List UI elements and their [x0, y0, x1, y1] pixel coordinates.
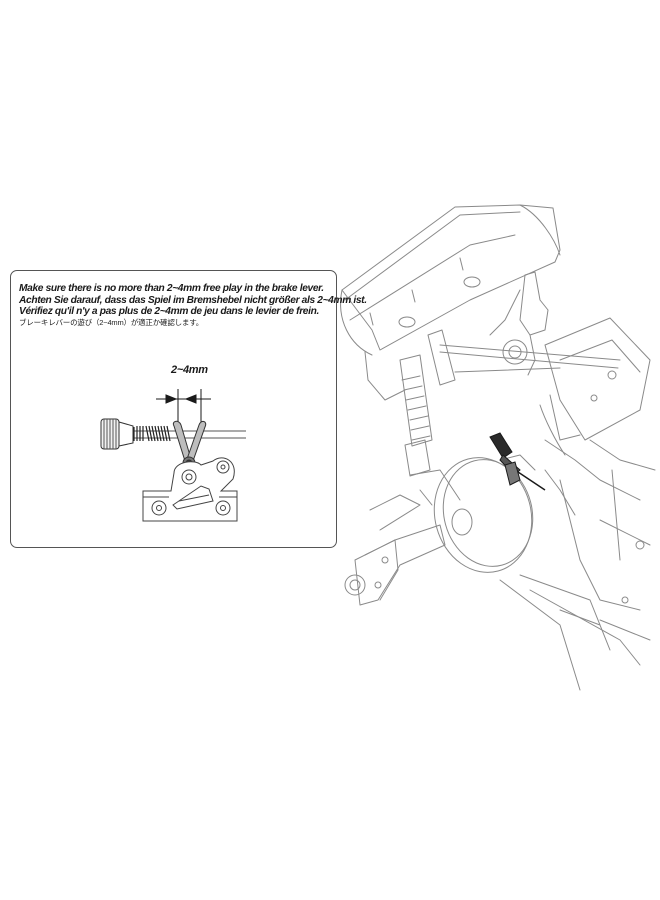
adjuster-knob-icon [100, 418, 134, 450]
gear-cover [433, 454, 536, 573]
instruction-german: Achten Sie darauf, dass das Spiel im Bre… [19, 294, 367, 306]
instruction-japanese: ブレーキレバーの遊び（2~4mm）が適正か確認します。 [19, 317, 204, 327]
instruction-text-block: Make sure there is no more than 2~4mm fr… [19, 283, 367, 328]
dimension-arrows [156, 389, 211, 423]
brake-adjuster-highlight [489, 432, 546, 491]
brake-lever-detail: 2~4mm [71, 361, 271, 541]
instruction-english: Make sure there is no more than 2~4mm fr… [19, 283, 324, 294]
lever-mount-plate-icon [142, 457, 238, 522]
brake-adjustment-callout: Make sure there is no more than 2~4mm fr… [10, 270, 367, 548]
shock-absorber [399, 329, 456, 477]
cable-spring-icon [133, 425, 171, 442]
brake-lever-diagram [100, 389, 246, 522]
rear-wing [340, 204, 561, 401]
instruction-french: Vérifiez qu'il n'y a pas plus de 2~4mm d… [19, 306, 319, 317]
free-play-dimension-label: 2~4mm [171, 364, 208, 376]
